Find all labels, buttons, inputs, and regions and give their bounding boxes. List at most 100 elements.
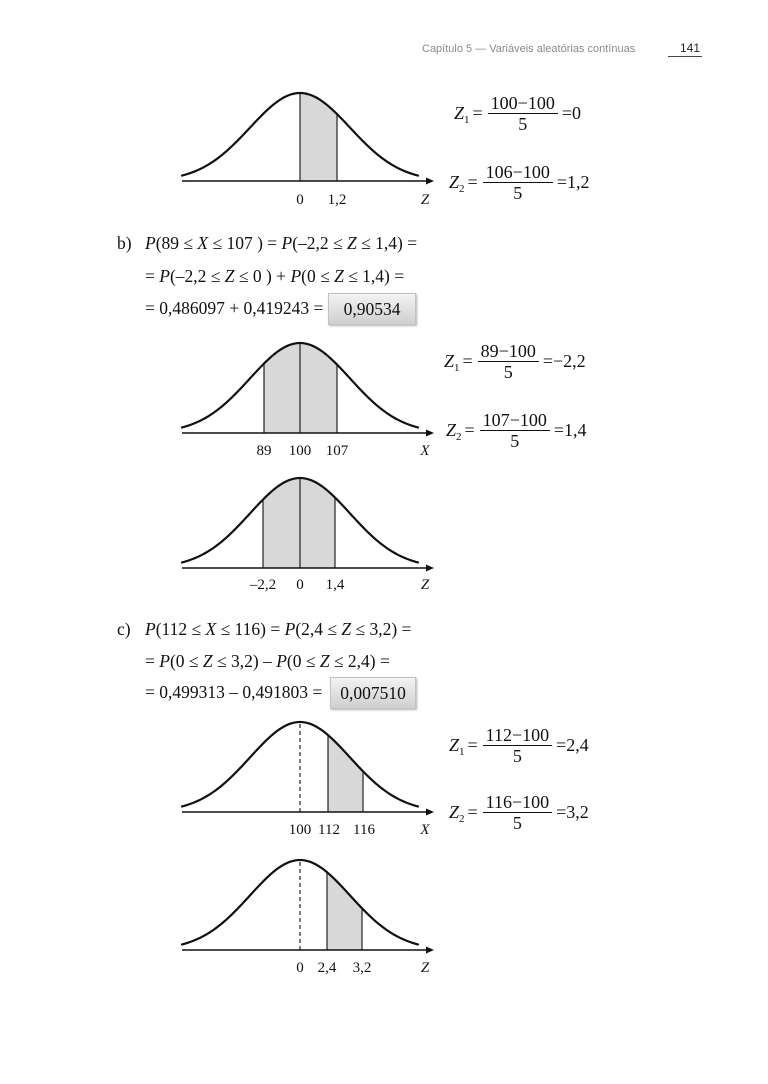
variable-letter: Z bbox=[446, 420, 457, 440]
part-b-line-1: P(89 ≤ X ≤ 107 ) = P(–2,2 ≤ Z ≤ 1,4) = bbox=[145, 233, 418, 253]
denominator: 5 bbox=[513, 183, 523, 203]
axis-label: X bbox=[419, 443, 430, 459]
shaded-area bbox=[327, 872, 362, 950]
formula-result: =−2,2 bbox=[542, 351, 586, 371]
math-variable: Z bbox=[224, 266, 235, 286]
formula-variable: Z1 bbox=[449, 735, 465, 758]
tick-label: 1,2 bbox=[328, 192, 347, 208]
axis-label: Z bbox=[421, 192, 430, 208]
axis-arrow-icon bbox=[426, 177, 434, 185]
axis-arrow-icon bbox=[426, 808, 434, 816]
equals-sign: = bbox=[467, 172, 478, 192]
normal-curve-figure-4: 100 112 116 X bbox=[180, 720, 434, 838]
variable-letter: Z bbox=[449, 802, 460, 822]
tick-label: 100 bbox=[289, 443, 312, 459]
math-variable: P bbox=[290, 266, 302, 286]
formula-variable: Z1 bbox=[444, 351, 460, 374]
math-variable: Z bbox=[334, 266, 344, 286]
tick-label: 116 bbox=[353, 822, 375, 838]
part-c-result-box: 0,007510 bbox=[330, 677, 416, 709]
formula-result: =1,2 bbox=[556, 172, 590, 192]
variable-subscript: 2 bbox=[459, 813, 465, 825]
tick-label: –2,2 bbox=[249, 577, 276, 593]
tick-label: 100 bbox=[289, 822, 312, 838]
numerator: 112−100 bbox=[482, 725, 553, 746]
tick-label: 3,2 bbox=[353, 960, 372, 976]
part-b-line-2: = P(–2,2 ≤ Z ≤ 0 ) + P(0 ≤ Z ≤ 1,4) = bbox=[145, 266, 405, 286]
tick-label: 0 bbox=[296, 192, 304, 208]
tick-label: 0 bbox=[296, 960, 304, 976]
math-variable: Z bbox=[319, 651, 330, 671]
part-c-line-3: = 0,499313 – 0,491803 = bbox=[145, 682, 323, 702]
tick-label: 89 bbox=[257, 443, 272, 459]
page-number-rule bbox=[668, 56, 702, 57]
running-header-chapter: Capítulo 5 — Variáveis aleatórias contín… bbox=[422, 43, 636, 55]
numerator: 116−100 bbox=[482, 792, 553, 813]
equals-sign: = bbox=[467, 735, 478, 755]
variable-subscript: 2 bbox=[456, 431, 462, 443]
math-variable: P bbox=[284, 619, 296, 639]
part-c-line-2: = P(0 ≤ Z ≤ 3,2) – P(0 ≤ Z ≤ 2,4) = bbox=[145, 651, 390, 671]
formula-variable: Z1 bbox=[454, 103, 470, 126]
normal-curve bbox=[180, 341, 420, 429]
variable-letter: Z bbox=[449, 172, 460, 192]
math-variable: Z bbox=[347, 233, 357, 253]
variable-subscript: 1 bbox=[459, 746, 465, 758]
denominator: 5 bbox=[518, 114, 528, 134]
math-variable: P bbox=[276, 651, 287, 671]
axis-label: Z bbox=[421, 960, 430, 976]
formula-result: =2,4 bbox=[556, 735, 589, 755]
axis-label: Z bbox=[421, 577, 430, 593]
denominator: 5 bbox=[510, 431, 520, 451]
normal-curve bbox=[180, 476, 420, 564]
normal-curve-figure-5: 0 2,4 3,2 Z bbox=[180, 858, 434, 976]
shaded-area bbox=[328, 735, 363, 812]
math-variable: P bbox=[145, 233, 156, 253]
tick-label: 2,4 bbox=[318, 960, 337, 976]
axis-arrow-icon bbox=[426, 429, 434, 437]
equals-sign: = bbox=[462, 351, 473, 371]
formula-result: =0 bbox=[561, 103, 581, 123]
formula-variable: Z2 bbox=[446, 420, 462, 443]
normal-curve-figure-3: –2,2 0 1,4 Z bbox=[180, 476, 434, 593]
axis-arrow-icon bbox=[426, 946, 434, 954]
variable-letter: Z bbox=[444, 351, 455, 371]
math-variable: Z bbox=[341, 619, 352, 639]
denominator: 5 bbox=[512, 813, 522, 833]
math-variable: X bbox=[197, 233, 209, 253]
part-b-result-box: 0,90534 bbox=[328, 293, 416, 325]
math-variable: X bbox=[205, 619, 217, 639]
formula-result: =3,2 bbox=[556, 802, 589, 822]
tick-label: 1,4 bbox=[326, 577, 345, 593]
numerator: 106−100 bbox=[482, 162, 553, 183]
math-variable: P bbox=[145, 619, 156, 639]
page-number: 141 bbox=[680, 41, 701, 55]
part-c-line-1: P(112 ≤ X ≤ 116) = P(2,4 ≤ Z ≤ 3,2) = bbox=[145, 619, 412, 639]
equals-sign: = bbox=[467, 802, 478, 822]
variable-subscript: 1 bbox=[464, 114, 470, 126]
math-variable: Z bbox=[202, 651, 213, 671]
normal-curve bbox=[180, 91, 420, 177]
formula-variable: Z2 bbox=[449, 802, 465, 825]
denominator: 5 bbox=[512, 746, 522, 766]
normal-curve bbox=[180, 858, 420, 946]
numerator: 100−100 bbox=[487, 93, 558, 114]
part-b-label: b) bbox=[117, 233, 132, 253]
numerator: 107−100 bbox=[479, 410, 550, 431]
equals-sign: = bbox=[472, 103, 483, 123]
equals-sign: = bbox=[464, 420, 475, 440]
math-variable: P bbox=[159, 651, 170, 671]
axis-arrow-icon bbox=[426, 564, 434, 572]
tick-label: 0 bbox=[296, 577, 304, 593]
variable-subscript: 1 bbox=[454, 362, 460, 374]
